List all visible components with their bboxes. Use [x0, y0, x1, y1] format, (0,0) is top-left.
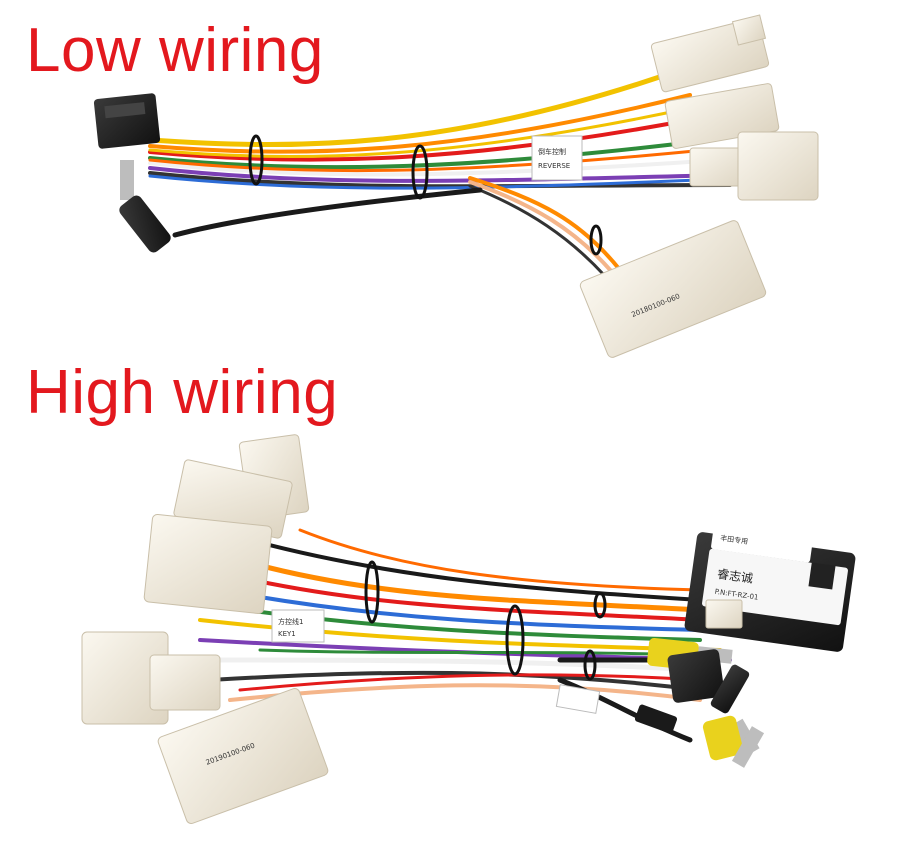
- low-iso-connector: [93, 93, 161, 149]
- high-decoder-box: 丰田专用 睿志诚 P.N:FT-RZ-01: [684, 523, 856, 652]
- low-vehicle-connectors: [650, 14, 819, 201]
- high-vehicle-connectors: 20190100-060: [81, 434, 329, 824]
- low-wiring-title: Low wiring: [26, 16, 324, 85]
- low-antenna-plug: [119, 160, 171, 253]
- high-key-tag-text: KEY1: [278, 630, 296, 638]
- low-reverse-tag-text: REVERSE: [538, 162, 570, 170]
- high-wiring-harness: 20190100-060 方控线1 KEY1 丰田专用 睿志诚 P.N:FT-R…: [81, 434, 856, 824]
- low-cable-ties: [248, 134, 603, 256]
- decoder-brand: 睿志诚: [716, 566, 754, 586]
- high-cable-ties: [364, 560, 607, 681]
- low-bottom-connector: 20180100-060: [579, 220, 767, 358]
- high-wiring-title: High wiring: [26, 358, 339, 427]
- low-wiring-harness: 20180100-060 倒车控制 REVERSE: [93, 14, 819, 358]
- low-reverse-tag-cn: 倒车控制: [538, 147, 566, 156]
- high-key-tag-cn: 方控线1: [278, 617, 303, 626]
- decoder-series: 丰田专用: [720, 533, 749, 546]
- high-small-label: [555, 684, 601, 714]
- high-rca-plugs: [634, 637, 765, 768]
- low-reverse-tag: 倒车控制 REVERSE: [531, 135, 583, 181]
- low-wire-bundle: [147, 67, 732, 278]
- high-key-tag: 方控线1 KEY1: [271, 609, 325, 643]
